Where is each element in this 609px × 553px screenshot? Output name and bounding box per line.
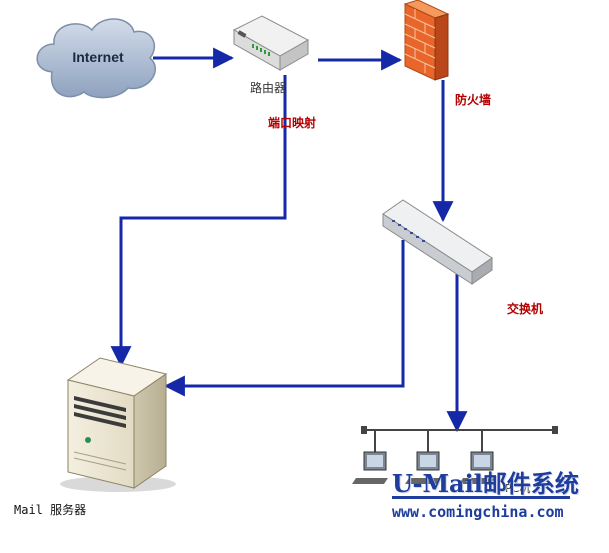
internet-label: Internet [72,49,124,65]
mail-server-icon [60,357,176,492]
router-label: 路由器 [250,81,287,95]
connection-lines [110,47,468,433]
watermark-url: www.comingchina.com [392,503,564,521]
firewall-label: 防火墙 [455,93,492,107]
pc-label: PC机 [505,482,531,495]
link-switch-mailserver [163,240,405,397]
switch-label: 交换机 [507,302,544,316]
firewall-icon [403,0,450,81]
pc-3-icon [459,451,495,484]
pc-1-icon [352,451,388,484]
router-icon [232,15,310,71]
switch-icon [382,199,493,285]
port-mapping-label: 端口映射 [268,116,317,130]
mail-server-label: Mail 服务器 [14,503,87,517]
pc-2-icon [405,451,441,484]
internet-cloud-icon: Internet [36,18,156,99]
watermark-underline [392,496,570,499]
watermark-brand: U-Mail邮件系统 [392,469,579,498]
pc-group-icon [352,426,558,484]
link-router-mailserver [110,75,287,368]
